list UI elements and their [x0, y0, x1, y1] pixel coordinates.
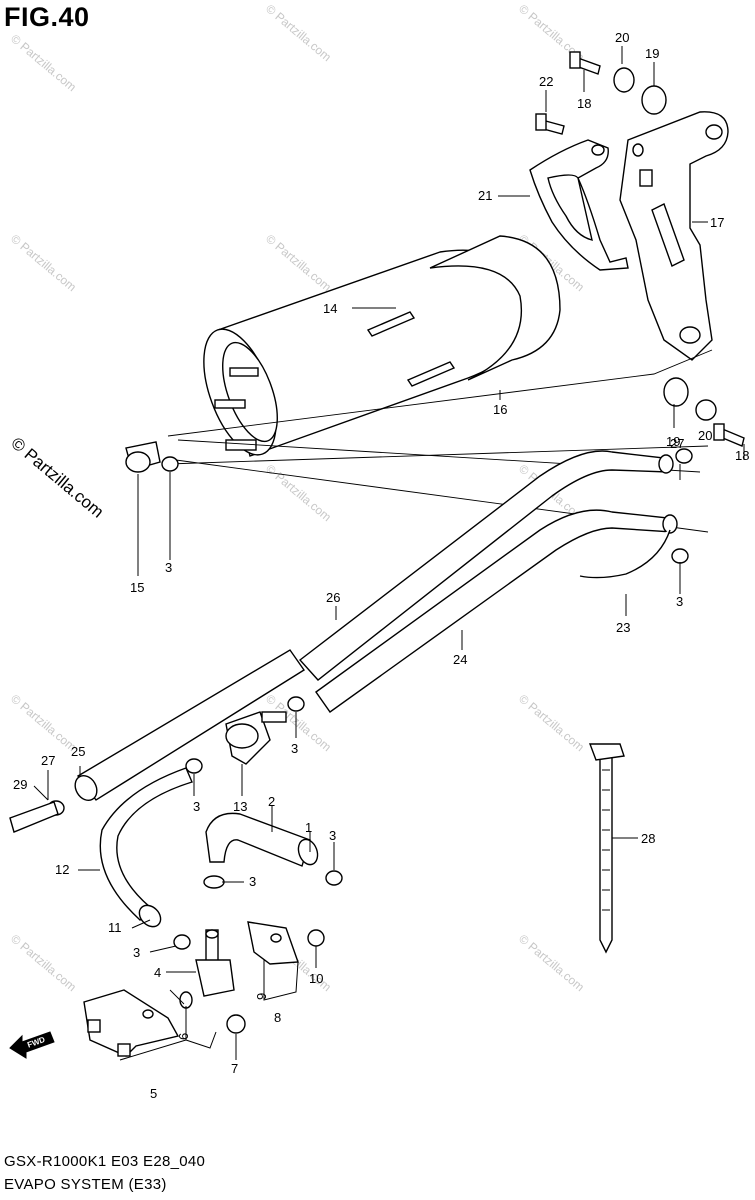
callout-3: 3 [676, 594, 683, 609]
callout-14: 14 [323, 301, 337, 316]
watermark: © Partzilla.com [8, 932, 79, 995]
bracket-21 [529, 139, 629, 271]
callout-7: 7 [231, 1061, 238, 1076]
callout-28: 28 [641, 831, 655, 846]
callout-13: 13 [233, 799, 247, 814]
callout-3: 3 [193, 799, 200, 814]
watermark: © Partzilla.com [8, 32, 79, 95]
figure-title: FIG.40 [4, 2, 90, 32]
bracket-5 [83, 989, 180, 1057]
hose-26 [298, 450, 674, 681]
callout-1: 1 [305, 820, 312, 835]
hardware [9, 51, 745, 1034]
watermark: © Partzilla.com [516, 692, 587, 755]
callout-3: 3 [165, 560, 172, 575]
watermark: © Partzilla.com [516, 932, 587, 995]
watermark-prominent: © Partzilla.com [7, 434, 107, 522]
callout-3: 3 [329, 828, 336, 843]
callout-22: 22 [539, 74, 553, 89]
callout-10: 10 [309, 971, 323, 986]
leader-lines [33, 46, 745, 1061]
fwd-arrow-icon: FWD [9, 1031, 55, 1059]
callout-29: 29 [13, 777, 27, 792]
tie-strap-28 [588, 743, 625, 954]
callout-17: 17 [710, 215, 724, 230]
callout-2: 2 [268, 794, 275, 809]
callout-19: 19 [666, 434, 680, 449]
callout-3: 3 [133, 945, 140, 960]
canister-14 [203, 249, 529, 457]
footer-system-name: EVAPO SYSTEM (E33) [4, 1176, 167, 1193]
callout-27: 27 [41, 753, 55, 768]
callout-21: 21 [478, 188, 492, 203]
canister-band-16 [429, 235, 561, 381]
hose-23 [315, 509, 678, 713]
callout-5: 5 [150, 1086, 157, 1101]
callout-18: 18 [735, 448, 749, 463]
hose-2 [205, 812, 319, 867]
callout-16: 16 [493, 402, 507, 417]
callout-23: 23 [616, 620, 630, 635]
callout-4: 4 [154, 965, 161, 980]
callout-25: 25 [71, 744, 85, 759]
callout-15: 15 [130, 580, 144, 595]
callout-12: 12 [55, 862, 69, 877]
callout-labels: 20 19 22 18 21 17 14 16 19 20 18 27 3 15… [13, 30, 749, 1101]
fitting-4 [195, 929, 235, 997]
callout-24: 24 [453, 652, 467, 667]
callout-3: 3 [291, 741, 298, 756]
callout-6: 6 [176, 1033, 191, 1040]
callout-27: 27 [670, 436, 684, 451]
watermark: © Partzilla.com [263, 462, 334, 525]
callout-9: 9 [254, 993, 269, 1000]
bracket-8 [247, 921, 299, 965]
valve-13 [225, 711, 287, 765]
callout-26: 26 [326, 590, 340, 605]
callout-3: 3 [249, 874, 256, 889]
callout-18: 18 [577, 96, 591, 111]
bracket-17 [619, 111, 729, 361]
callout-11: 11 [108, 920, 122, 935]
callout-8: 8 [274, 1010, 281, 1025]
hose-25 [74, 649, 305, 802]
callout-19: 19 [645, 46, 659, 61]
footer-model-code: GSX-R1000K1 E03 E28_040 [4, 1153, 206, 1170]
watermark: © Partzilla.com [263, 232, 334, 295]
watermark: © Partzilla.com [8, 692, 79, 755]
watermark: © Partzilla.com [8, 232, 79, 295]
hose-12 [99, 767, 193, 928]
callout-20: 20 [615, 30, 629, 45]
watermark: © Partzilla.com [263, 2, 334, 65]
callout-20: 20 [698, 428, 712, 443]
